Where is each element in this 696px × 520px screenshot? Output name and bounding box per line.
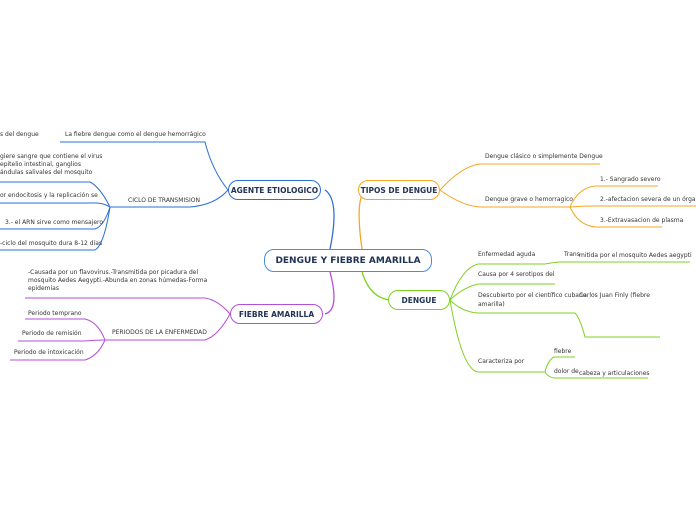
dolor-de-label[interactable]: dolor de <box>554 368 579 375</box>
fiebre-amarilla-node[interactable]: FIEBRE AMARILLA <box>230 304 323 324</box>
agente-title: AGENTE ETIOLOGICO <box>230 185 319 195</box>
agente-etiologico-node[interactable]: AGENTE ETIOLOGICO <box>228 180 321 200</box>
line-fiebre-causada <box>25 297 231 315</box>
ciclo-mosquito-label[interactable]: -ciclo del mosquito dura 8-12 días <box>0 240 103 247</box>
fiebre-title: FIEBRE AMARILLA <box>238 309 315 319</box>
fiebre-hemorragica-label[interactable]: La fiebre dengue como el dengue hemorrág… <box>65 131 206 138</box>
line-periodos-intoxicacion <box>10 339 106 361</box>
line-grave-sub1 <box>569 185 658 208</box>
transmitida-mosquito-label[interactable]: mitida por el mosquito Aedes aegypti <box>579 252 692 259</box>
line-dengue-enfermedad <box>449 263 545 301</box>
line-central-fiebre <box>324 271 335 315</box>
endocitosis-label[interactable]: or endocitosis y la replicación se <box>0 192 98 199</box>
line-ciclo-sangre <box>0 181 111 208</box>
dengue-grave-label[interactable]: Dengue grave o hemorragico <box>485 196 573 203</box>
periodo-intoxicacion-label[interactable]: Periodo de intoxicación <box>14 349 84 356</box>
dengue-clasico-label[interactable]: Dengue clásico o simplemente Dengue <box>485 153 603 160</box>
line-periodos-temprano <box>25 318 106 341</box>
dengue-node[interactable]: DENGUE <box>388 290 450 310</box>
line-descubierto-finly <box>574 312 660 338</box>
periodos-enfermedad-label[interactable]: PERIODOS DE LA ENFERMEDAD <box>112 329 207 336</box>
tipos-dengue-node[interactable]: TIPOS DE DENGUE <box>358 180 440 200</box>
carlos-finly-label[interactable]: Carlos Juan Finly (fiebre <box>579 292 650 299</box>
line-ciclo-mosquito <box>0 206 111 251</box>
line-caracteriza-dolor <box>544 371 648 379</box>
line-enfermedad-transmitida <box>544 261 690 265</box>
line-grave-sub3 <box>569 206 662 228</box>
amarilla-label[interactable]: amarilla) <box>478 301 505 308</box>
causada-flavovirus-label[interactable]: -Causada por un flavovirus.-Transmitida … <box>28 269 208 292</box>
arn-label[interactable]: 3.- el ARN sirve como mensajero <box>5 219 104 226</box>
extravasacion-label[interactable]: 3.-Extravasacion de plasma <box>600 217 684 224</box>
afectacion-organo-label[interactable]: 2.-afectacion severa de un órgano <box>600 196 696 203</box>
tipos-del-dengue-label[interactable]: s del dengue <box>0 131 39 138</box>
fiebre-sintoma-label[interactable]: fiebre <box>554 348 572 355</box>
line-dengue-descubierto <box>449 299 575 314</box>
sangre-virus-label[interactable]: giere sangre que contiene el virus epite… <box>0 153 103 176</box>
line-fiebre-periodos <box>105 313 231 341</box>
line-ciclo-endocitosis <box>0 202 111 208</box>
caracteriza-por-label[interactable]: Caracteriza por <box>478 358 525 365</box>
periodo-remision-label[interactable]: Periodo de remisión <box>22 330 82 337</box>
line-central-dengue <box>361 271 391 301</box>
line-tipos-clasico <box>439 163 600 191</box>
line-periodos-remision <box>18 339 106 342</box>
sangrado-severo-label[interactable]: 1.- Sangrado severo <box>600 176 661 183</box>
ciclo-transmision-label[interactable]: CICLO DE TRANSMISION <box>128 197 200 204</box>
enfermedad-aguda-label[interactable]: Enfermedad aguda <box>478 251 536 258</box>
transmitida-prefix-label[interactable]: Trans <box>564 251 580 258</box>
line-agente-hemorragico <box>60 141 229 191</box>
tipos-title: TIPOS DE DENGUE <box>360 185 438 195</box>
line-dengue-causa <box>449 283 555 301</box>
line-caracteriza-fiebre <box>544 356 575 373</box>
dengue-title: DENGUE <box>401 295 437 305</box>
line-tipos-grave <box>439 189 570 208</box>
causa-serotipos-label[interactable]: Causa por 4 serotipos del <box>478 271 555 278</box>
central-node[interactable]: DENGUE Y FIEBRE AMARILLA <box>264 249 432 272</box>
central-title: DENGUE Y FIEBRE AMARILLA <box>275 255 421 266</box>
cabeza-articulaciones-label[interactable]: cabeza y articulaciones <box>579 370 650 377</box>
line-dengue-caracteriza <box>449 299 545 373</box>
line-central-agente <box>324 189 335 250</box>
line-ciclo-arn <box>0 206 111 230</box>
line-grave-sub2 <box>569 205 696 208</box>
periodo-temprano-label[interactable]: Periodo temprano <box>28 310 82 317</box>
line-agente-ciclo <box>110 189 229 208</box>
descubierto-cientifico-label[interactable]: Descubierto por el científico cubano <box>478 292 587 299</box>
